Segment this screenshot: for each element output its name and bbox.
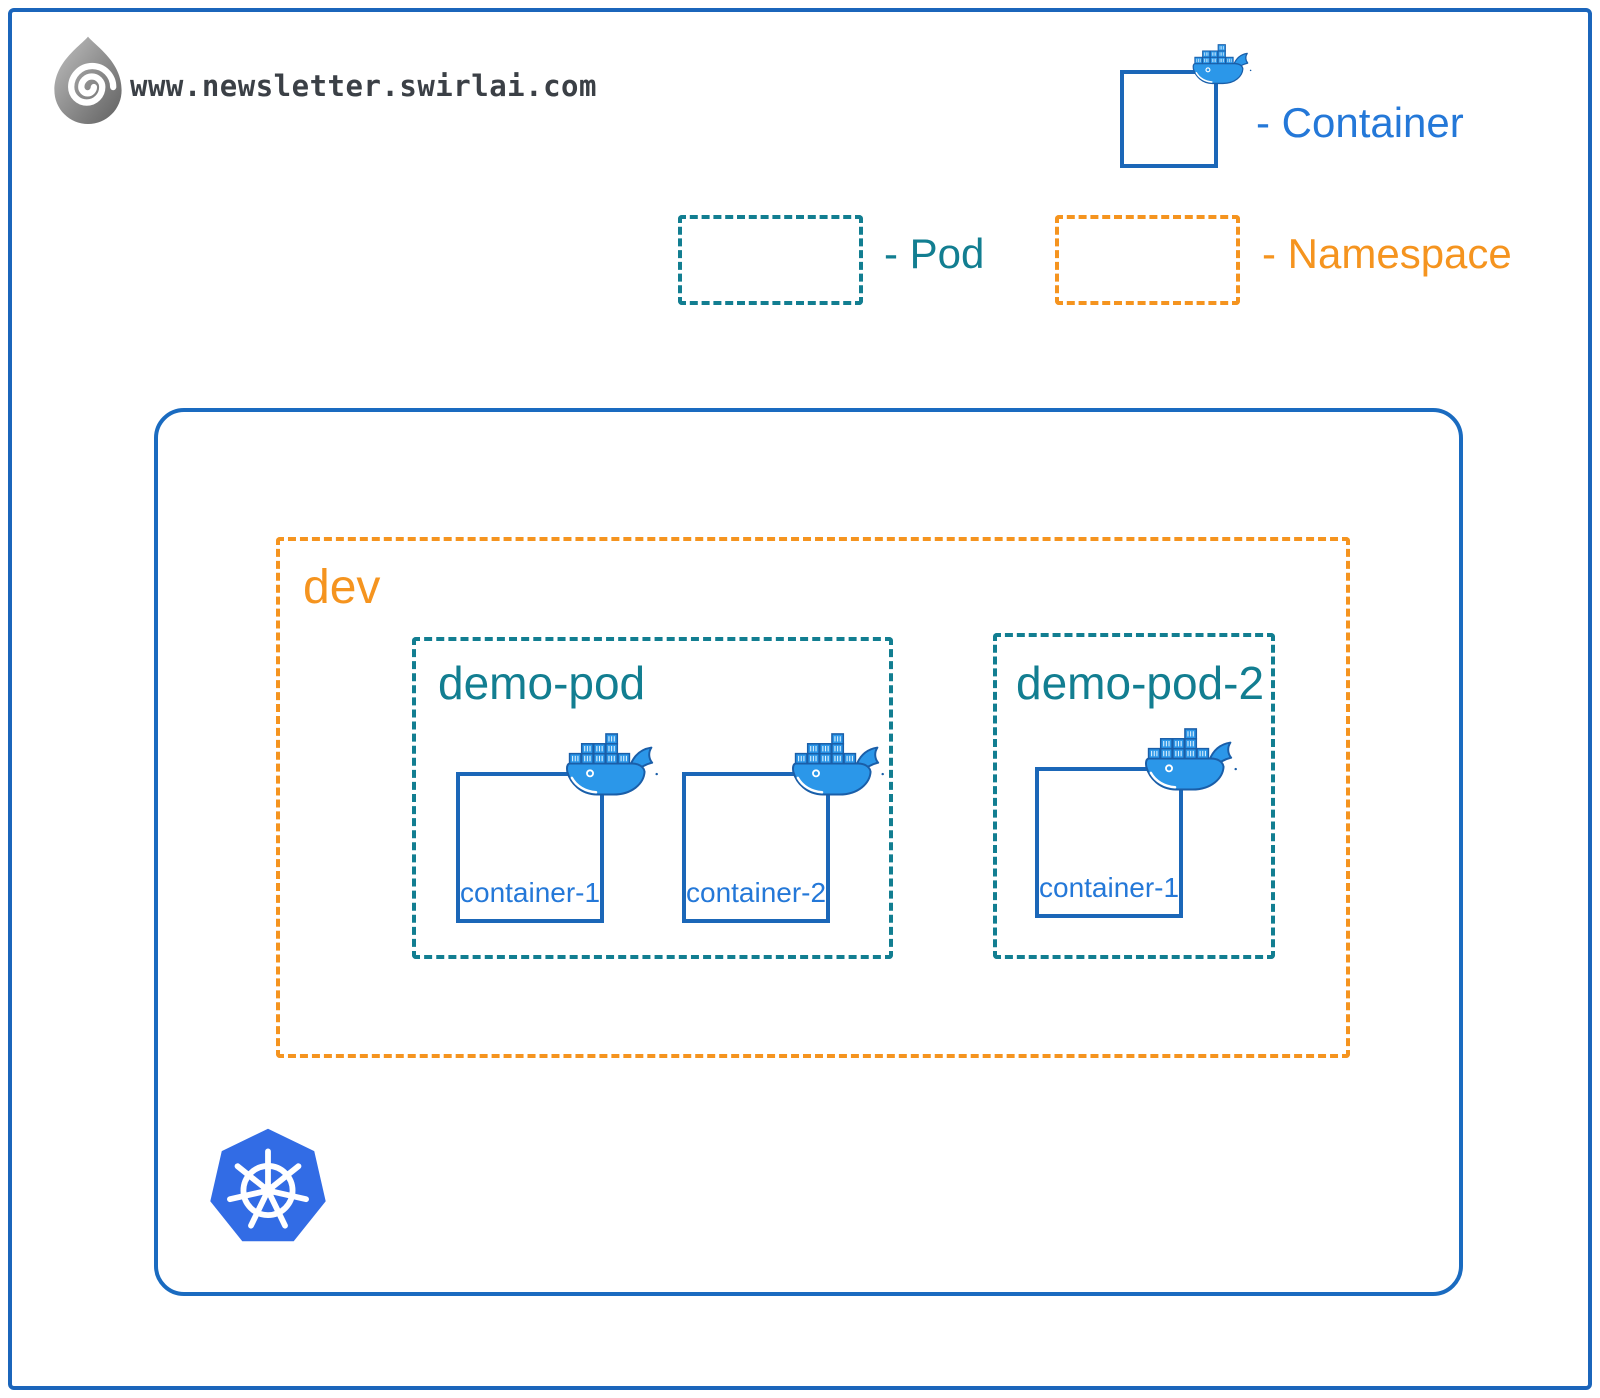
container-label: container-1 bbox=[1039, 872, 1180, 903]
pod-box-demo-pod bbox=[412, 637, 893, 959]
cluster-box bbox=[154, 408, 1463, 1296]
container-box: container-1 bbox=[456, 772, 604, 923]
pod-box-demo-pod-2 bbox=[993, 633, 1275, 959]
docker-whale-icon bbox=[562, 730, 662, 803]
docker-whale-icon bbox=[788, 730, 888, 803]
legend-pod-shape bbox=[678, 215, 863, 305]
namespace-box-dev bbox=[276, 537, 1350, 1058]
pod-label: demo-pod bbox=[438, 657, 646, 709]
swirlai-spiral-icon bbox=[46, 34, 130, 130]
legend-container-label: - Container bbox=[1256, 99, 1464, 146]
docker-whale-icon bbox=[1141, 725, 1241, 798]
container-label: container-2 bbox=[686, 877, 827, 908]
legend-container-shape bbox=[1120, 70, 1218, 168]
container-label: container-1 bbox=[460, 877, 601, 908]
docker-whale-icon bbox=[1190, 42, 1254, 89]
namespace-label: dev bbox=[303, 561, 381, 614]
site-url: www.newsletter.swirlai.com bbox=[130, 69, 597, 103]
page-border bbox=[8, 8, 1592, 1390]
legend-namespace-shape bbox=[1055, 215, 1240, 305]
container-box: container-1 bbox=[1035, 767, 1183, 918]
legend-pod-label: - Pod bbox=[884, 230, 985, 277]
kubernetes-helm-wheel-icon bbox=[205, 1125, 331, 1251]
legend-namespace-label: - Namespace bbox=[1262, 230, 1512, 277]
pod-label: demo-pod-2 bbox=[1016, 657, 1265, 709]
container-box: container-2 bbox=[682, 772, 830, 923]
